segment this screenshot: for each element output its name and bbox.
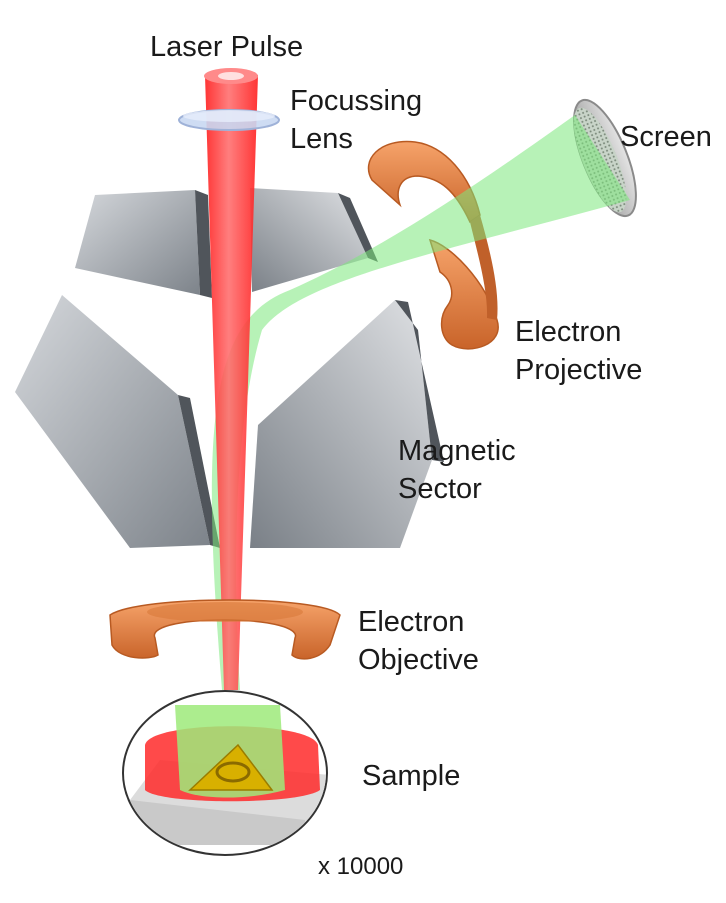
label-magnetic-sector-line1: Magnetic (398, 435, 516, 467)
label-electron-projective-line2: Projective (515, 354, 643, 386)
focussing-lens (178, 109, 280, 131)
magnet-left (15, 295, 210, 548)
magnet-top-left-edge (195, 190, 212, 298)
label-magnetic-sector: Magnetic Sector (398, 432, 516, 508)
label-laser-pulse: Laser Pulse (150, 31, 304, 63)
label-magnetic-sector-line2: Sector (398, 473, 482, 505)
magnet-right (250, 300, 432, 548)
label-focussing-lens-line1: Focussing (290, 85, 423, 117)
label-electron-projective-line1: Electron (515, 316, 622, 348)
label-electron-projective: Electron Projective (515, 313, 642, 389)
magnetic-sector (15, 188, 444, 548)
sample-view (122, 690, 328, 856)
magnet-top-right-edge (338, 193, 378, 262)
label-screen: Screen (620, 121, 712, 153)
laser-beam (204, 68, 258, 690)
magnet-right-edge (395, 300, 444, 462)
label-focussing-lens-line2: Lens (290, 123, 353, 155)
label-sample: Sample (362, 760, 461, 792)
magnet-left-edge (178, 395, 220, 548)
magnet-top-left (75, 190, 200, 295)
label-electron-objective: Electron Objective (358, 603, 479, 679)
electron-objective-lens (109, 599, 341, 660)
label-electron-objective-line1: Electron (358, 606, 465, 638)
electron-beam (211, 115, 630, 690)
label-focussing-lens: Focussing Lens (290, 82, 422, 158)
label-electron-objective-line2: Objective (358, 644, 479, 676)
magnet-top-right (250, 188, 368, 292)
label-magnification: x 10000 (318, 853, 404, 880)
